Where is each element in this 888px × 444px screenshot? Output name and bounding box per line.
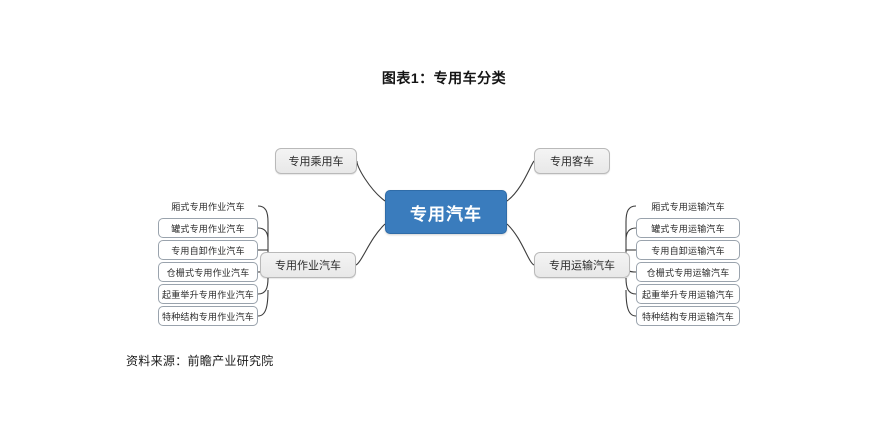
wire-root-transport bbox=[506, 223, 535, 266]
wire-left-leaf-1 bbox=[257, 227, 269, 241]
wire-root-passenger bbox=[356, 160, 386, 202]
leaf-node-work-4[interactable]: 起重举升专用作业汽车 bbox=[158, 284, 258, 304]
wire-left-leaf-4 bbox=[257, 277, 269, 295]
wire-left-leaf-5 bbox=[257, 289, 269, 317]
leaf-node-work-3[interactable]: 仓栅式专用作业汽车 bbox=[158, 262, 258, 282]
wire-root-bus bbox=[506, 160, 535, 202]
leaf-node-transport-4[interactable]: 起重举升专用运输汽车 bbox=[636, 284, 740, 304]
leaf-node-work-5[interactable]: 特种结构专用作业汽车 bbox=[158, 306, 258, 326]
leaf-node-transport-5[interactable]: 特种结构专用运输汽车 bbox=[636, 306, 740, 326]
leaf-node-work-1[interactable]: 罐式专用作业汽车 bbox=[158, 218, 258, 238]
leaf-node-work-2[interactable]: 专用自卸作业汽车 bbox=[158, 240, 258, 260]
branch-node-bus-vehicle[interactable]: 专用客车 bbox=[534, 148, 610, 174]
wire-root-work bbox=[355, 223, 386, 266]
leaf-node-transport-1[interactable]: 罐式专用运输汽车 bbox=[636, 218, 740, 238]
branch-node-work-vehicle[interactable]: 专用作业汽车 bbox=[260, 252, 356, 278]
leaf-node-work-0[interactable]: 厢式专用作业汽车 bbox=[171, 201, 245, 212]
wire-right-leaf-5 bbox=[625, 289, 637, 317]
leaf-node-transport-0[interactable]: 厢式专用运输汽车 bbox=[651, 201, 725, 212]
page-title: 图表1：专用车分类 bbox=[381, 70, 507, 86]
branch-node-transport-vehicle[interactable]: 专用运输汽车 bbox=[534, 252, 630, 278]
wire-right-leaf-0 bbox=[625, 205, 637, 258]
leaf-node-transport-3[interactable]: 仓栅式专用运输汽车 bbox=[636, 262, 740, 282]
source-note: 资料来源：前瞻产业研究院 bbox=[126, 354, 274, 368]
leaf-node-transport-2[interactable]: 专用自卸运输汽车 bbox=[636, 240, 740, 260]
wire-right-leaf-4 bbox=[625, 277, 637, 295]
branch-node-passenger-vehicle[interactable]: 专用乘用车 bbox=[275, 148, 357, 174]
wire-right-leaf-1 bbox=[625, 227, 637, 241]
wire-left-leaf-0 bbox=[257, 205, 269, 258]
root-node-special-vehicle[interactable]: 专用汽车 bbox=[385, 190, 507, 234]
